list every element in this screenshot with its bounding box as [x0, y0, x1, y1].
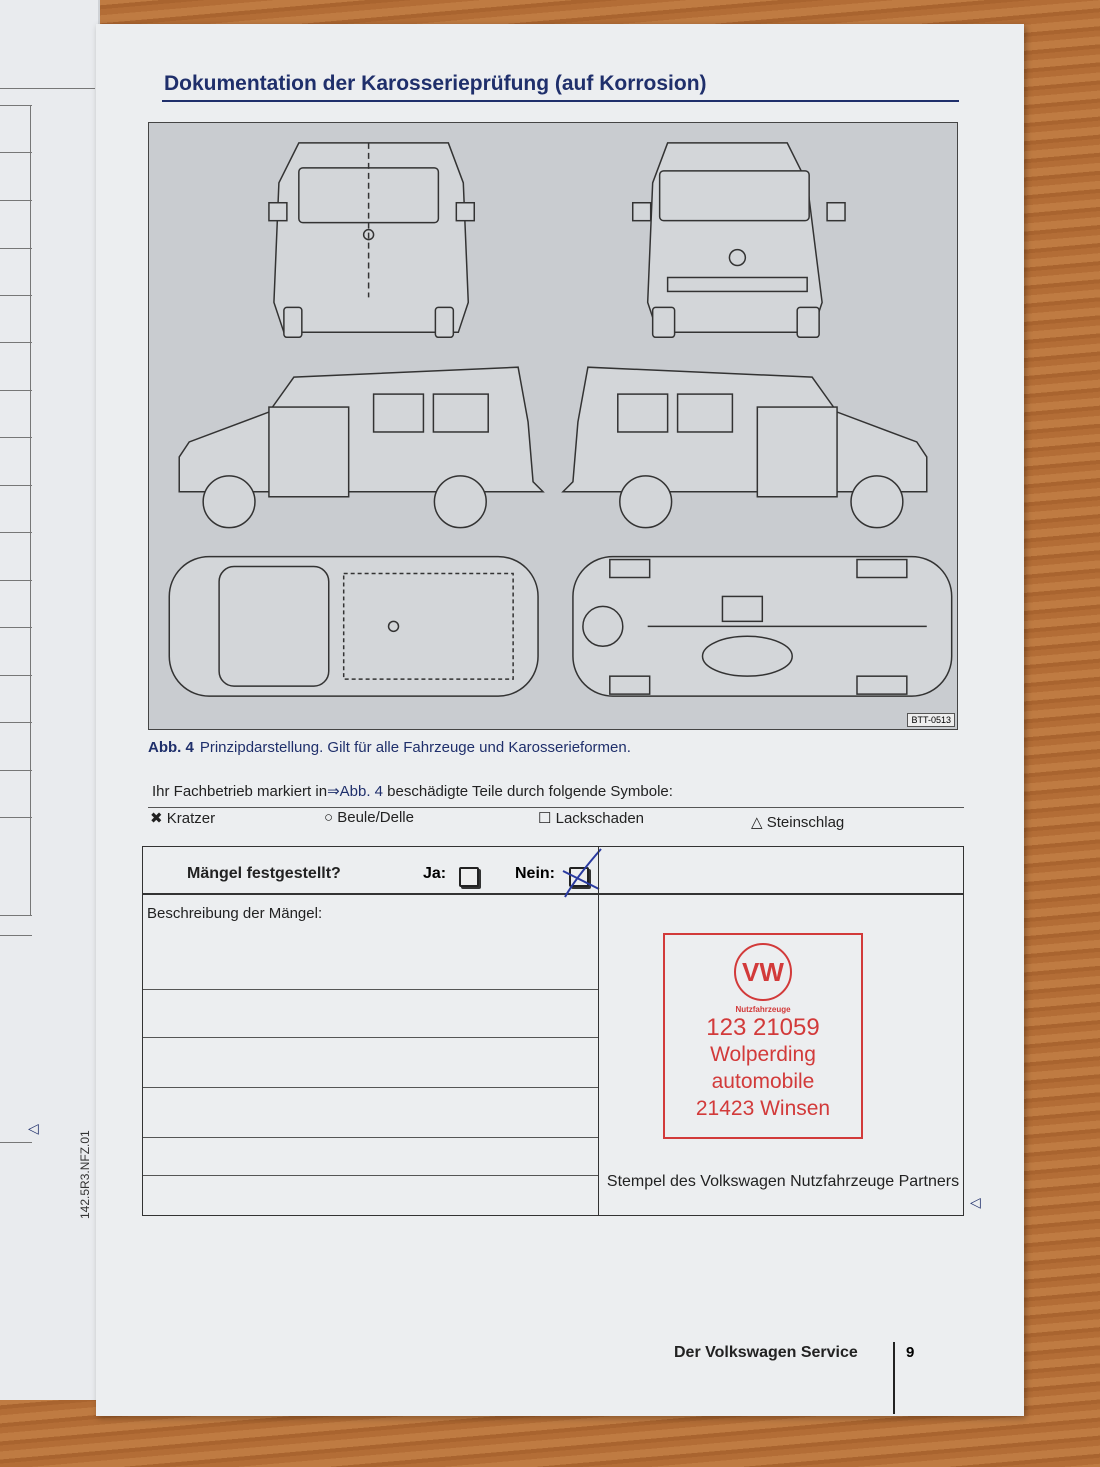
yes-label: Ja: — [423, 865, 447, 882]
no-label: Nein: — [515, 865, 555, 882]
yes-checkbox[interactable] — [459, 867, 479, 887]
symbol-label: Kratzer — [166, 810, 216, 827]
van-rear-view — [268, 142, 476, 339]
van-front-view — [631, 142, 846, 339]
continue-arrow-icon: ◁ — [970, 1194, 981, 1210]
continue-arrow-icon: ◁ — [28, 1120, 39, 1136]
stamp-name: automobile — [711, 1070, 815, 1093]
stamp-name: Wolperding — [710, 1043, 816, 1066]
column-divider — [598, 847, 599, 1215]
rule — [30, 105, 31, 915]
figure-link[interactable]: ⇒Abb. 4 — [327, 783, 384, 800]
stamp-city: 21423 Winsen — [695, 1097, 831, 1120]
description-line[interactable] — [143, 1175, 598, 1176]
vw-logo-icon: VW — [734, 943, 792, 1001]
van-underbody-view — [572, 555, 953, 697]
intro-before: Ihr Fachbetrieb markiert in — [152, 783, 328, 800]
rule — [0, 88, 95, 89]
figure-id: BTT-0513 — [907, 713, 955, 727]
symbol-label: Lackschaden — [555, 810, 645, 827]
figure-caption: Abb. 4 Prinzipdarstellung. Gilt für alle … — [148, 739, 631, 756]
footer-rule — [893, 1342, 895, 1414]
vehicle-diagram: BTT-0513 — [148, 122, 958, 730]
dealer-stamp: VW Nutzfahrzeuge 123 21059 Wolperding au… — [663, 933, 863, 1139]
title-rule — [162, 100, 959, 102]
circle-icon: ○ — [324, 809, 334, 826]
symbol-lackschaden: ☐ Lackschaden — [538, 809, 644, 827]
no-checkbox[interactable] — [562, 848, 602, 898]
page-number: 9 — [906, 1344, 915, 1361]
pen-check-mark-icon — [562, 848, 602, 898]
stamp-number: 123 21059 — [706, 1014, 820, 1041]
defects-question: Mängel festgestellt? — [187, 865, 341, 882]
form-header: Mängel festgestellt? Ja: Nein: — [143, 847, 963, 898]
footer-section: Der Volkswagen Service — [674, 1344, 858, 1361]
symbol-label: Beule/Delle — [337, 809, 414, 826]
symbol-beule: ○ Beule/Delle — [324, 809, 414, 826]
symbol-kratzer: ✖ Kratzer — [150, 809, 215, 827]
stamp-brand: Nutzfahrzeuge — [735, 1005, 791, 1014]
van-top-view — [168, 555, 539, 697]
description-line[interactable] — [143, 989, 598, 990]
square-icon: ☐ — [538, 810, 552, 827]
description-line[interactable] — [143, 1037, 598, 1038]
triangle-icon: △ — [751, 814, 763, 831]
intro-text: Ihr Fachbetrieb markiert in⇒Abb. 4 besch… — [152, 782, 673, 800]
van-side-view-left — [178, 366, 545, 529]
left-page: ◁ — [0, 0, 100, 1400]
description-label: Beschreibung der Mängel: — [147, 905, 323, 922]
description-line[interactable] — [143, 1137, 598, 1138]
caption-label: Abb. 4 — [148, 739, 194, 756]
description-line[interactable] — [143, 1087, 598, 1088]
caption-text: Prinzipdarstellung. Gilt für alle Fahrze… — [199, 739, 631, 756]
defects-form: Mängel festgestellt? Ja: Nein: Beschreib… — [142, 846, 964, 1216]
document-page: Dokumentation der Karosserieprüfung (auf… — [78, 24, 1024, 1416]
symbol-label: Steinschlag — [766, 814, 845, 831]
page-title: Dokumentation der Karosserieprüfung (auf… — [164, 72, 707, 95]
document-code: 142.5R3.NFZ.01 — [78, 1130, 92, 1219]
rule — [148, 807, 964, 808]
van-side-view-right — [561, 366, 928, 529]
stamp-label: Stempel des Volkswagen Nutzfahrzeuge Par… — [606, 1173, 960, 1190]
intro-after: beschädigte Teile durch folgende Symbole… — [383, 783, 673, 800]
symbol-steinschlag: △ Steinschlag — [751, 813, 844, 831]
cross-icon: ✖ — [150, 810, 163, 827]
